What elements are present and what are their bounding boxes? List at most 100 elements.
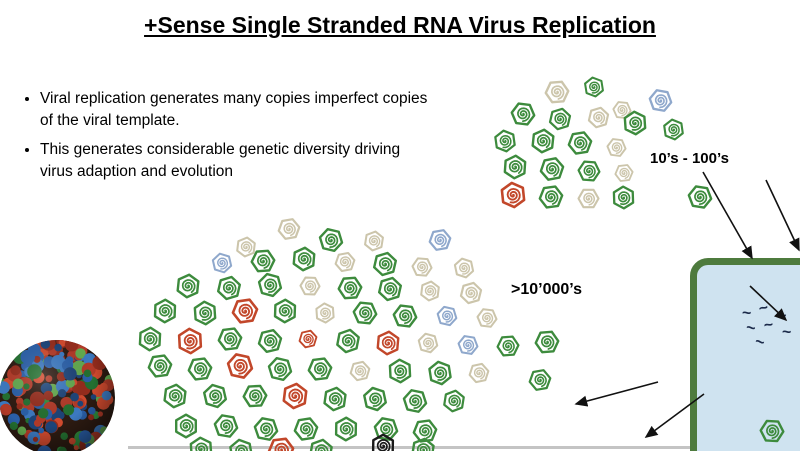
virus-hexagon-icon [176,273,200,299]
page-title: +Sense Single Stranded RNA Virus Replica… [144,12,656,38]
virus-hexagon-icon [567,131,593,155]
virus-hexagon-icon [213,414,239,438]
virus-hexagon-icon [336,328,360,354]
virus-hexagon-icon [352,301,378,325]
virus-hexagon-icon [476,308,498,328]
virus-hexagon-icon [257,328,283,354]
bullet-item: This generates considerable genetic dive… [40,139,428,183]
virus-hexagon-icon [612,184,634,210]
virus-hexagon-icon [459,281,483,305]
virus-hexagon-icon [307,357,333,381]
virus-hexagon-icon [687,185,713,209]
virus-hexagon-icon [372,251,398,277]
virus-hexagon-icon [267,356,293,382]
virus-hexagon-icon [534,330,560,354]
virus-hexagon-icon [292,246,316,272]
virus-hexagon-icon [337,276,363,300]
slide-edge-line [128,446,800,449]
virus-hexagon-icon [216,275,242,301]
virus-hexagon-icon [605,137,627,157]
virus-hexagon-icon [428,229,452,251]
virus-hexagon-icon [236,236,256,258]
virus-hexagon-icon [388,358,412,384]
virus-hexagon-icon [436,305,458,327]
virus-hexagon-icon [226,353,254,379]
virus-hexagon-icon [544,80,570,104]
virus-hexagon-icon [411,257,433,277]
virus-hexagon-icon [315,302,335,324]
bullet-item: Viral replication generates many copies … [40,88,428,132]
virus-hexagon-icon [293,417,319,441]
virus-hexagon-icon [257,272,283,298]
virus-hexagon-icon [323,386,347,412]
virus-hexagon-icon [250,249,276,273]
virus-hexagon-icon [539,157,565,181]
virus-hexagon-icon [277,218,301,240]
virus-hexagon-icon [334,416,358,442]
virus-hexagon-icon [494,129,516,153]
virus-hexagon-icon [648,88,672,112]
virus-hexagon-icon [528,369,552,391]
virus-hexagon-icon [759,419,785,443]
virus-hexagon-icon [468,362,490,384]
cluster-large-count-label: >10’000’s [511,281,583,298]
virus-hexagon-icon [267,437,295,451]
virus-capsid-image [0,340,115,451]
virus-hexagon-icon [363,386,387,412]
virus-hexagon-icon [253,417,279,441]
virus-hexagon-icon [584,76,604,98]
virus-hexagon-icon [202,383,228,409]
virus-hexagon-icon [153,298,177,324]
virus-hexagon-icon [377,276,403,302]
virus-hexagon-icon [349,360,371,382]
virus-hexagon-icon [411,437,435,451]
virus-hexagon-icon [576,188,600,208]
virus-hexagon-icon [500,181,526,209]
virus-hexagon-icon [309,438,333,451]
virus-hexagon-icon [392,304,418,328]
virus-hexagon-icon [612,101,632,119]
virus-hexagon-icon [138,326,162,352]
virus-hexagon-icon [577,160,601,182]
virus-hexagon-icon [217,327,243,351]
virus-hexagon-icon [376,330,400,356]
cell-membrane [690,258,800,451]
virus-hexagon-icon [299,276,321,296]
virus-hexagon-icon [163,383,187,409]
virus-hexagon-icon [662,118,684,140]
virus-hexagon-icon [318,227,344,253]
virus-hexagon-icon [428,360,452,386]
cluster-small-count-label: 10’s - 100’s [650,150,729,167]
virus-hexagon-icon [177,327,203,355]
virus-hexagon-icon [457,335,479,355]
virus-hexagon-icon [538,185,564,209]
virus-hexagon-icon [147,354,173,378]
virus-hexagon-icon [614,164,634,182]
virus-hexagon-icon [364,230,384,252]
virus-hexagon-icon [420,280,440,302]
virus-hexagon-icon [417,332,439,354]
virus-hexagon-icon [242,384,268,408]
virus-hexagon-icon [548,107,572,131]
virus-hexagon-icon [510,102,536,126]
virus-hexagon-icon [211,252,233,274]
virus-hexagon-icon [453,257,475,279]
virus-hexagon-icon [231,298,259,324]
virus-hexagon-icon [298,329,318,349]
bullet-list: Viral replication generates many copies … [16,88,428,190]
virus-hexagon-icon [282,382,308,410]
rna-squiggle-icon: ~ [742,305,752,322]
virus-hexagon-icon [402,389,428,413]
virus-hexagon-icon [273,298,297,324]
virus-hexagon-icon [334,251,356,273]
virus-hexagon-icon [229,438,253,451]
virus-hexagon-icon [371,433,395,451]
virus-hexagon-icon [587,106,609,128]
virus-hexagon-icon [503,154,527,180]
virus-hexagon-icon [187,357,213,381]
rna-squiggle-icon: ~ [782,324,792,341]
